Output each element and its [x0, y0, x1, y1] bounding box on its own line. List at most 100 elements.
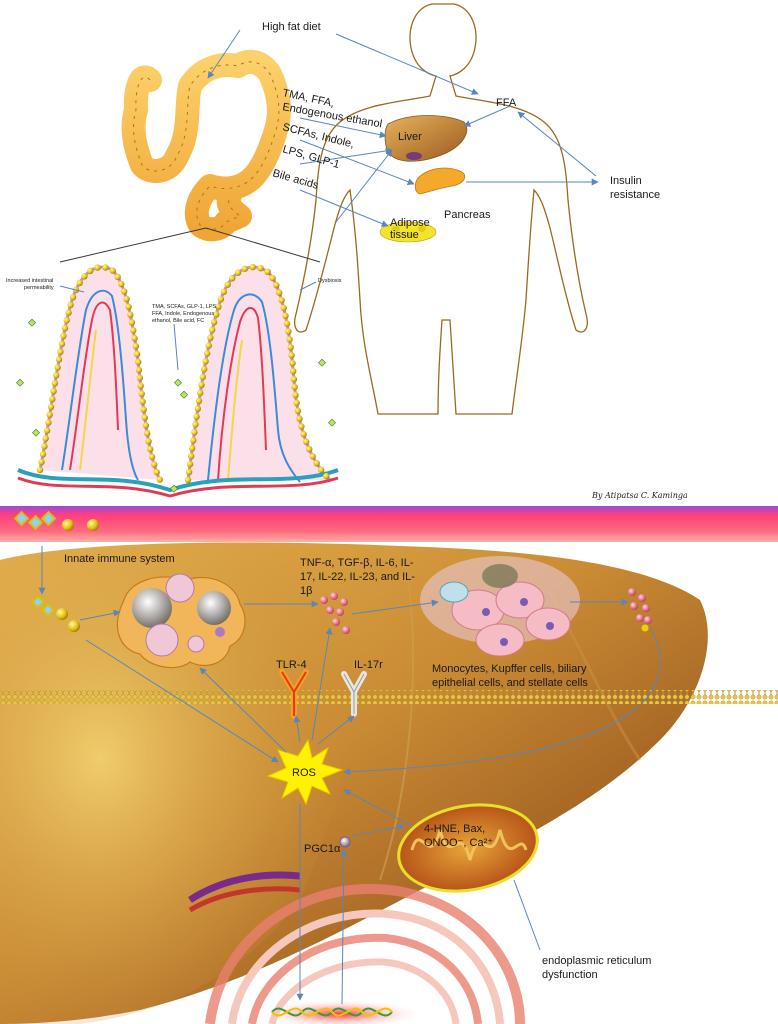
diet-to-gut-arrow: [207, 29, 241, 79]
epithelial-dot: [185, 468, 193, 476]
epithelial-dot: [54, 364, 61, 371]
epithelial-dot: [39, 451, 47, 458]
epithelial-dot: [60, 332, 67, 340]
epithelial-dot: [114, 273, 121, 281]
immune-cells-icon: [116, 573, 246, 669]
epithelial-dot: [61, 325, 69, 332]
epithelial-dot: [202, 358, 209, 365]
immune-particles-left: [30, 594, 80, 632]
epithelial-dot: [287, 344, 294, 351]
dysbiosis-pointer: [299, 281, 317, 291]
villus-epithelial-dots: [36, 263, 330, 484]
er-label-line2: dysfunction: [542, 969, 598, 981]
ffa-to-liver-arrow: [463, 105, 511, 127]
particles-to-ros-arrow: [85, 639, 279, 763]
epithelial-dot: [58, 340, 66, 348]
epithelial-dot: [46, 411, 53, 418]
epithelial-dot: [57, 348, 64, 355]
epithelial-dot: [118, 280, 125, 288]
epithelial-dot: [298, 423, 305, 430]
epithelial-dot: [276, 289, 283, 296]
epithelial-dot: [192, 421, 199, 428]
epithelial-dot: [128, 319, 136, 326]
epithelial-dot: [194, 405, 201, 412]
epithelial-dot: [290, 368, 297, 375]
lps-label: LPS, GLP-1: [281, 143, 341, 171]
epithelial-dot: [102, 264, 109, 271]
epithelial-dot: [292, 391, 299, 399]
epithelial-dot: [94, 264, 101, 271]
epithelial-dot: [193, 413, 200, 420]
blood-vessel-band: [0, 506, 778, 542]
liver-icon: [384, 115, 468, 162]
epithelial-dot: [234, 269, 242, 276]
epithelial-dot: [43, 427, 51, 434]
cytokines-ros-arrow: [311, 627, 333, 741]
epithelial-dot: [137, 382, 144, 390]
er-label-line1: endoplasmic reticulum: [542, 955, 651, 967]
ffa-label: FFA: [496, 97, 517, 109]
epithelial-dot: [205, 342, 212, 349]
epithelial-dot: [63, 317, 70, 324]
epithelial-dot: [257, 265, 264, 272]
cytokines-label-line1: TNF-α, TGF-β, IL-6, IL-: [300, 557, 414, 569]
epithelial-dot: [296, 415, 303, 422]
epithelial-dot: [210, 319, 218, 326]
epithelial-dot: [123, 295, 130, 303]
epithelial-dot: [148, 453, 156, 461]
epithelial-dot: [51, 380, 59, 387]
insulin-label-line2: resistance: [610, 189, 660, 201]
epithelial-dot: [215, 303, 222, 310]
epithelial-dot: [41, 443, 48, 450]
mito-er-pointer: [513, 879, 541, 951]
epithelial-dot: [127, 311, 134, 318]
epithelial-dot: [288, 352, 295, 359]
epithelial-dot: [280, 304, 287, 312]
adipose-tissue-icon: [379, 221, 437, 243]
top-arrows: [207, 29, 599, 227]
epithelial-dot: [309, 453, 316, 460]
human-body-outline: [294, 3, 588, 415]
epithelial-dot: [273, 282, 280, 289]
epithelial-dot: [135, 366, 143, 374]
zoom-line-left: [59, 227, 207, 263]
tlr4-ros-arrow: [293, 715, 301, 743]
epithelial-dot: [42, 435, 49, 442]
epithelial-dot: [313, 460, 320, 467]
epithelial-dot: [285, 328, 292, 335]
epithelial-dot: [207, 334, 214, 341]
metabolites-pointer: [173, 323, 179, 371]
epithelial-dot: [109, 267, 116, 274]
epithelial-dot: [121, 288, 128, 295]
il17r-label: IL-17r: [354, 659, 383, 671]
adipose-to-liver-arrow: [335, 149, 393, 223]
epithelial-dot: [147, 445, 154, 453]
cytokine-particles-right: [628, 588, 652, 632]
pgc1a-label: PGC1α: [304, 843, 341, 855]
adipose-label-line2: tissue: [390, 229, 419, 241]
metabolites-label-line1: TMA, SCFAs, GLP-1, LPS,: [152, 304, 218, 310]
particles-to-cells-arrow: [79, 609, 121, 621]
adipose-label-line1: Adipose: [390, 217, 430, 229]
permeability-label-line2: permeability: [24, 285, 54, 291]
epithelial-dot: [289, 360, 296, 367]
epithelial-dot: [283, 320, 291, 327]
epithelial-dot: [197, 389, 204, 397]
epithelial-dot: [203, 350, 211, 357]
epithelial-dot: [278, 297, 285, 304]
epithelial-dot: [195, 397, 203, 404]
epithelial-dot: [135, 358, 142, 366]
epithelial-dot: [191, 429, 198, 436]
il17r-receptor-icon: [341, 671, 367, 717]
epithelial-dot: [249, 263, 256, 271]
epithelial-dot: [291, 383, 298, 391]
epithelial-dot: [318, 466, 325, 474]
mito-to-ros-arrow: [343, 789, 413, 827]
permeability-pointer: [59, 285, 85, 293]
epithelial-dot: [45, 419, 52, 426]
epithelial-dot: [323, 472, 330, 480]
epithelial-dot: [81, 273, 88, 280]
epithelial-dot: [47, 403, 55, 411]
epithelial-dot: [145, 438, 152, 445]
epithelial-dot: [139, 398, 146, 405]
